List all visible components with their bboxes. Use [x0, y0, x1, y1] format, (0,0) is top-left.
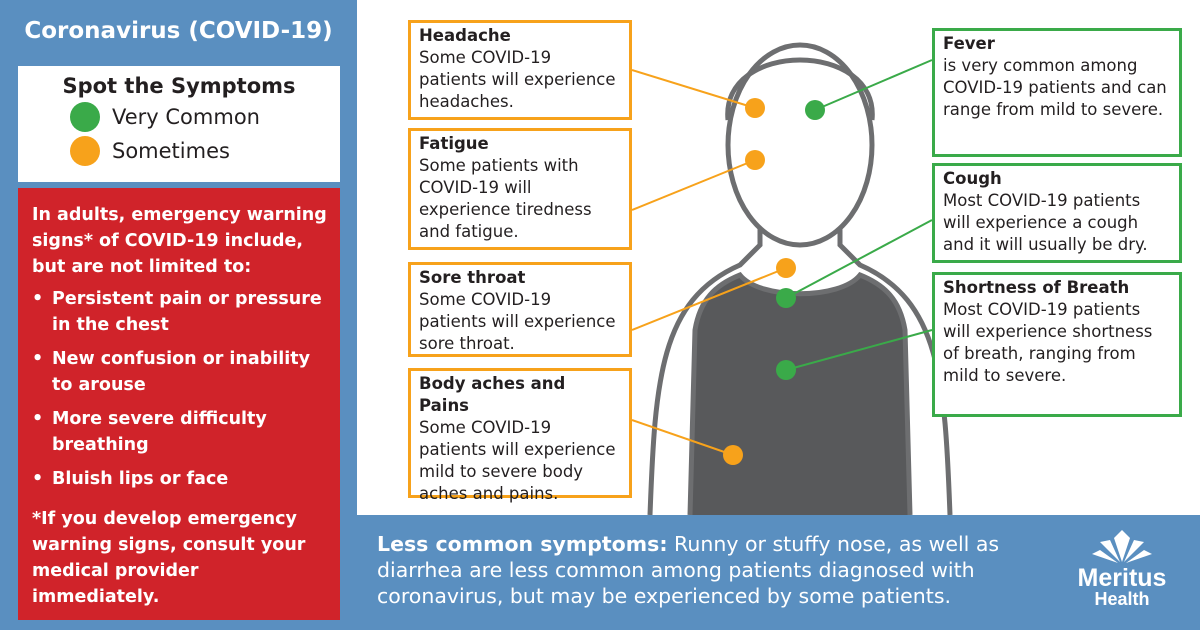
fever-dot: [805, 100, 825, 120]
headache-dot: [745, 98, 765, 118]
logo-sub: Health: [1094, 589, 1150, 609]
symptom-fever: Fever is very common among COVID-19 patie…: [932, 28, 1182, 157]
symptom-title: Body aches and Pains: [419, 374, 566, 415]
symptom-title: Cough: [943, 169, 1002, 188]
shortness-of-breath-dot: [776, 360, 796, 380]
emergency-warning-box: In adults, emergency warning signs* of C…: [18, 188, 340, 620]
legend-label: Sometimes: [112, 139, 230, 163]
page-title: Coronavirus (COVID-19): [24, 18, 333, 44]
warning-intro: In adults, emergency warning signs* of C…: [32, 205, 327, 277]
legend: Spot the Symptoms Very Common Sometimes: [18, 66, 340, 182]
symptom-text: Most COVID-19 patients will experience s…: [943, 300, 1153, 385]
legend-label: Very Common: [112, 105, 260, 129]
symptom-title: Fatigue: [419, 134, 489, 153]
meritus-logo: Meritus Health: [1062, 530, 1182, 610]
legend-heading: Spot the Symptoms: [62, 74, 296, 98]
symptom-text: Most COVID-19 patients will experience a…: [943, 191, 1148, 254]
logo-name: Meritus: [1077, 564, 1167, 592]
symptom-title: Headache: [419, 26, 511, 45]
legend-item-very-common: Very Common: [70, 102, 340, 132]
symptom-title: Sore throat: [419, 268, 526, 287]
warning-item: Persistent pain or pressure in the chest: [32, 286, 330, 338]
symptom-text: Some COVID-19 patients will experience m…: [419, 418, 616, 503]
lotus-icon: [1092, 530, 1152, 563]
less-common-banner: Less common symptoms: Runny or stuffy no…: [357, 515, 1200, 630]
legend-item-sometimes: Sometimes: [70, 136, 340, 166]
warning-item: More severe difficulty breathing: [32, 406, 330, 458]
left-panel: Coronavirus (COVID-19) Spot the Symptoms…: [0, 0, 357, 630]
symptom-title: Shortness of Breath: [943, 278, 1130, 297]
symptom-text: Some COVID-19 patients will experience s…: [419, 290, 616, 353]
body-aches-dot: [723, 445, 743, 465]
fatigue-dot: [745, 150, 765, 170]
symptom-text: is very common among COVID-19 patients a…: [943, 56, 1167, 119]
less-common-text: Runny or stuffy nose, as well as diarrhe…: [377, 532, 1000, 608]
warning-item: Bluish lips or face: [32, 466, 330, 492]
green-dot-icon: [70, 102, 100, 132]
warning-item: New confusion or inability to arouse: [32, 346, 330, 398]
symptom-title: Fever: [943, 34, 995, 53]
sore-throat-dot: [776, 258, 796, 278]
warning-footnote: *If you develop emergency warning signs,…: [32, 509, 306, 607]
symptom-text: Some COVID-19 patients will experience h…: [419, 48, 616, 111]
orange-dot-icon: [70, 136, 100, 166]
cough-dot: [776, 288, 796, 308]
symptom-text: Some patients with COVID-19 will experie…: [419, 156, 592, 241]
less-common-label: Less common symptoms:: [377, 532, 668, 556]
